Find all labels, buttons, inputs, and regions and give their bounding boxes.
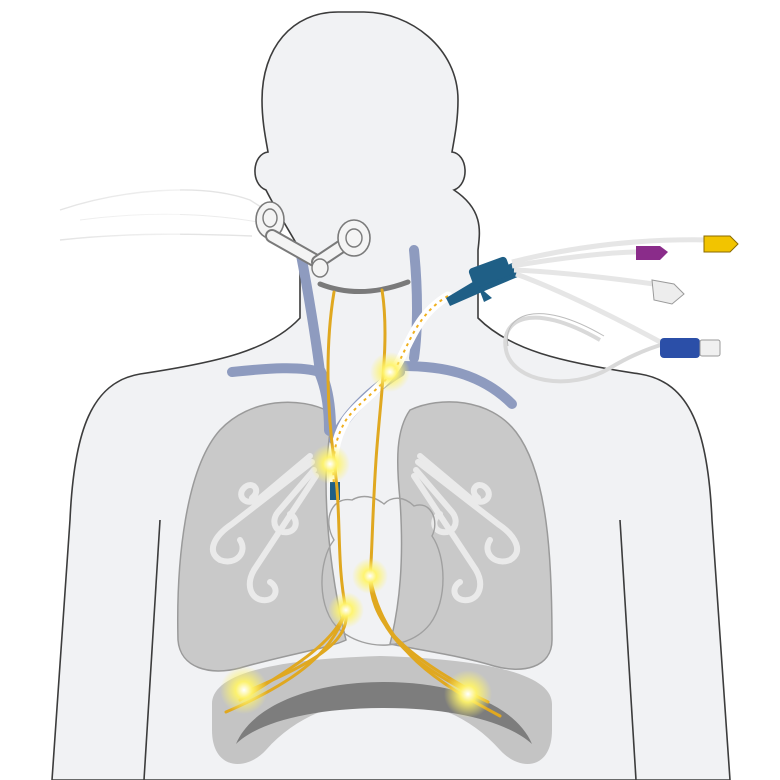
airflow-swirl-icon bbox=[209, 453, 319, 604]
glow-point bbox=[220, 666, 268, 714]
purple-connector bbox=[636, 246, 668, 260]
catheter-hub bbox=[446, 235, 739, 384]
glow-point bbox=[328, 592, 364, 628]
stimulation-glows bbox=[220, 352, 492, 718]
right-arm-line bbox=[619, 519, 637, 780]
yellow-connector bbox=[703, 235, 739, 253]
glow-point bbox=[310, 444, 350, 484]
glow-point bbox=[370, 352, 410, 392]
glow-point bbox=[444, 670, 492, 718]
jaw-line bbox=[317, 279, 411, 294]
white-connector bbox=[651, 279, 685, 305]
airflow-swirl-icon bbox=[411, 453, 521, 604]
left-arm-line bbox=[143, 519, 161, 780]
glow-point bbox=[352, 558, 388, 594]
heart-outline-icon bbox=[321, 495, 444, 646]
blue-connector-tip bbox=[699, 339, 721, 357]
ventilator-tube-icon bbox=[59, 180, 371, 278]
blue-connector bbox=[660, 338, 700, 358]
